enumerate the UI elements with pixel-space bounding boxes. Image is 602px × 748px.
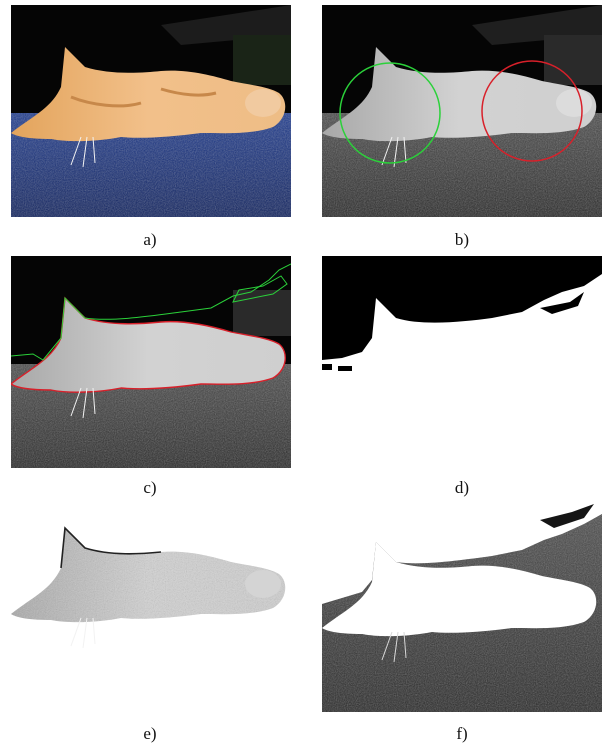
caption-e: e) xyxy=(120,724,180,744)
panel-d-image xyxy=(322,256,602,468)
panel-e-image xyxy=(11,500,291,712)
panel-c-image xyxy=(11,256,291,468)
caption-a: a) xyxy=(120,230,180,250)
caption-c: c) xyxy=(120,478,180,498)
caption-f: f) xyxy=(432,724,492,744)
panel-b-image xyxy=(322,5,602,217)
caption-b: b) xyxy=(432,230,492,250)
panel-f-image xyxy=(322,500,602,712)
caption-d: d) xyxy=(432,478,492,498)
panel-a-image xyxy=(11,5,291,217)
